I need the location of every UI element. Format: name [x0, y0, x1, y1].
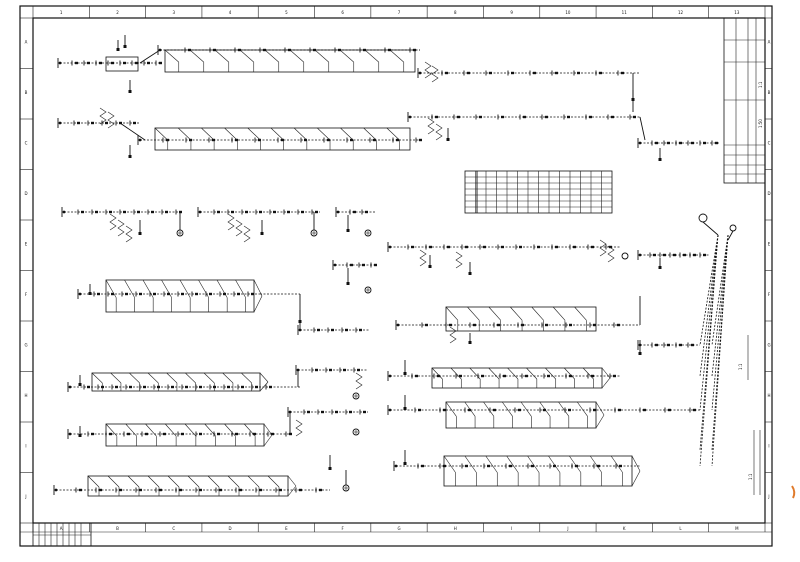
grid-label-bottom: C [172, 526, 175, 531]
grid-label-right: F [768, 292, 771, 297]
grid-label-left: C [25, 140, 28, 145]
outer-border [19, 5, 773, 547]
grid-label-right: D [767, 191, 770, 196]
grid-label-bottom: I [511, 526, 512, 531]
left-grid-labels: A B C D E F G H I J [20, 17, 33, 524]
grid-label-top: 9 [510, 10, 513, 15]
grid-label-bottom: H [454, 526, 457, 531]
grid-label-bottom: E [285, 526, 288, 531]
grid-label-top: 8 [454, 10, 457, 15]
grid-label-bottom: M [735, 526, 739, 531]
bottom-grid-labels: A B C D E F G H I J K L M [32, 523, 766, 532]
side-notes: 1:1 1:1 [738, 335, 761, 495]
grid-label-top: 5 [285, 10, 288, 15]
grid-label-bottom: F [342, 526, 345, 531]
grid-label-left: G [24, 342, 27, 347]
grid-label-top: 6 [341, 10, 344, 15]
grid-label-left: J [24, 494, 26, 499]
grid-label-top: 2 [116, 10, 119, 15]
inner-border [32, 17, 766, 524]
grid-label-left: D [24, 191, 27, 196]
side-note-2: 1:1 [748, 473, 753, 480]
grid-label-top: 13 [734, 10, 740, 15]
orange-mark [791, 485, 796, 499]
grid-label-top: 7 [398, 10, 401, 15]
title-note-2: 1:50 [758, 119, 763, 128]
grid-label-left: B [25, 90, 28, 95]
grid-label-top: 12 [678, 10, 684, 15]
grid-label-left: E [25, 241, 28, 246]
grid-label-right: I [768, 443, 769, 448]
grid-label-left: F [25, 292, 28, 297]
grid-label-bottom: K [623, 526, 626, 531]
grid-label-right: H [767, 393, 770, 398]
grid-label-top: 1 [60, 10, 63, 15]
side-note-1: 1:1 [738, 363, 743, 370]
title-block: 1:1 1:50 [723, 17, 766, 184]
grid-label-top: 3 [172, 10, 175, 15]
grid-label-bottom: G [397, 526, 400, 531]
grid-label-top: 10 [565, 10, 571, 15]
grid-label-bottom: J [566, 526, 568, 531]
revision-block [32, 522, 92, 547]
grid-label-top: 4 [229, 10, 232, 15]
grid-label-right: B [768, 90, 771, 95]
grid-label-right: E [768, 241, 771, 246]
right-grid-labels: A B C D E F G H I J [765, 17, 772, 524]
grid-label-top: 11 [622, 10, 628, 15]
grid-label-left: I [25, 443, 26, 448]
title-note-1: 1:1 [758, 81, 763, 88]
grid-label-bottom: B [116, 526, 119, 531]
grid-label-right: J [767, 494, 769, 499]
legend-table [464, 170, 613, 214]
grid-label-right: G [767, 342, 770, 347]
grid-label-right: A [768, 39, 771, 44]
grid-label-bottom: D [229, 526, 232, 531]
grid-label-left: A [25, 39, 28, 44]
grid-label-bottom: L [679, 526, 682, 531]
grid-label-bottom: A [60, 526, 63, 531]
grid-label-left: H [24, 393, 27, 398]
grid-label-right: C [768, 140, 771, 145]
schematic-lines [53, 35, 737, 497]
